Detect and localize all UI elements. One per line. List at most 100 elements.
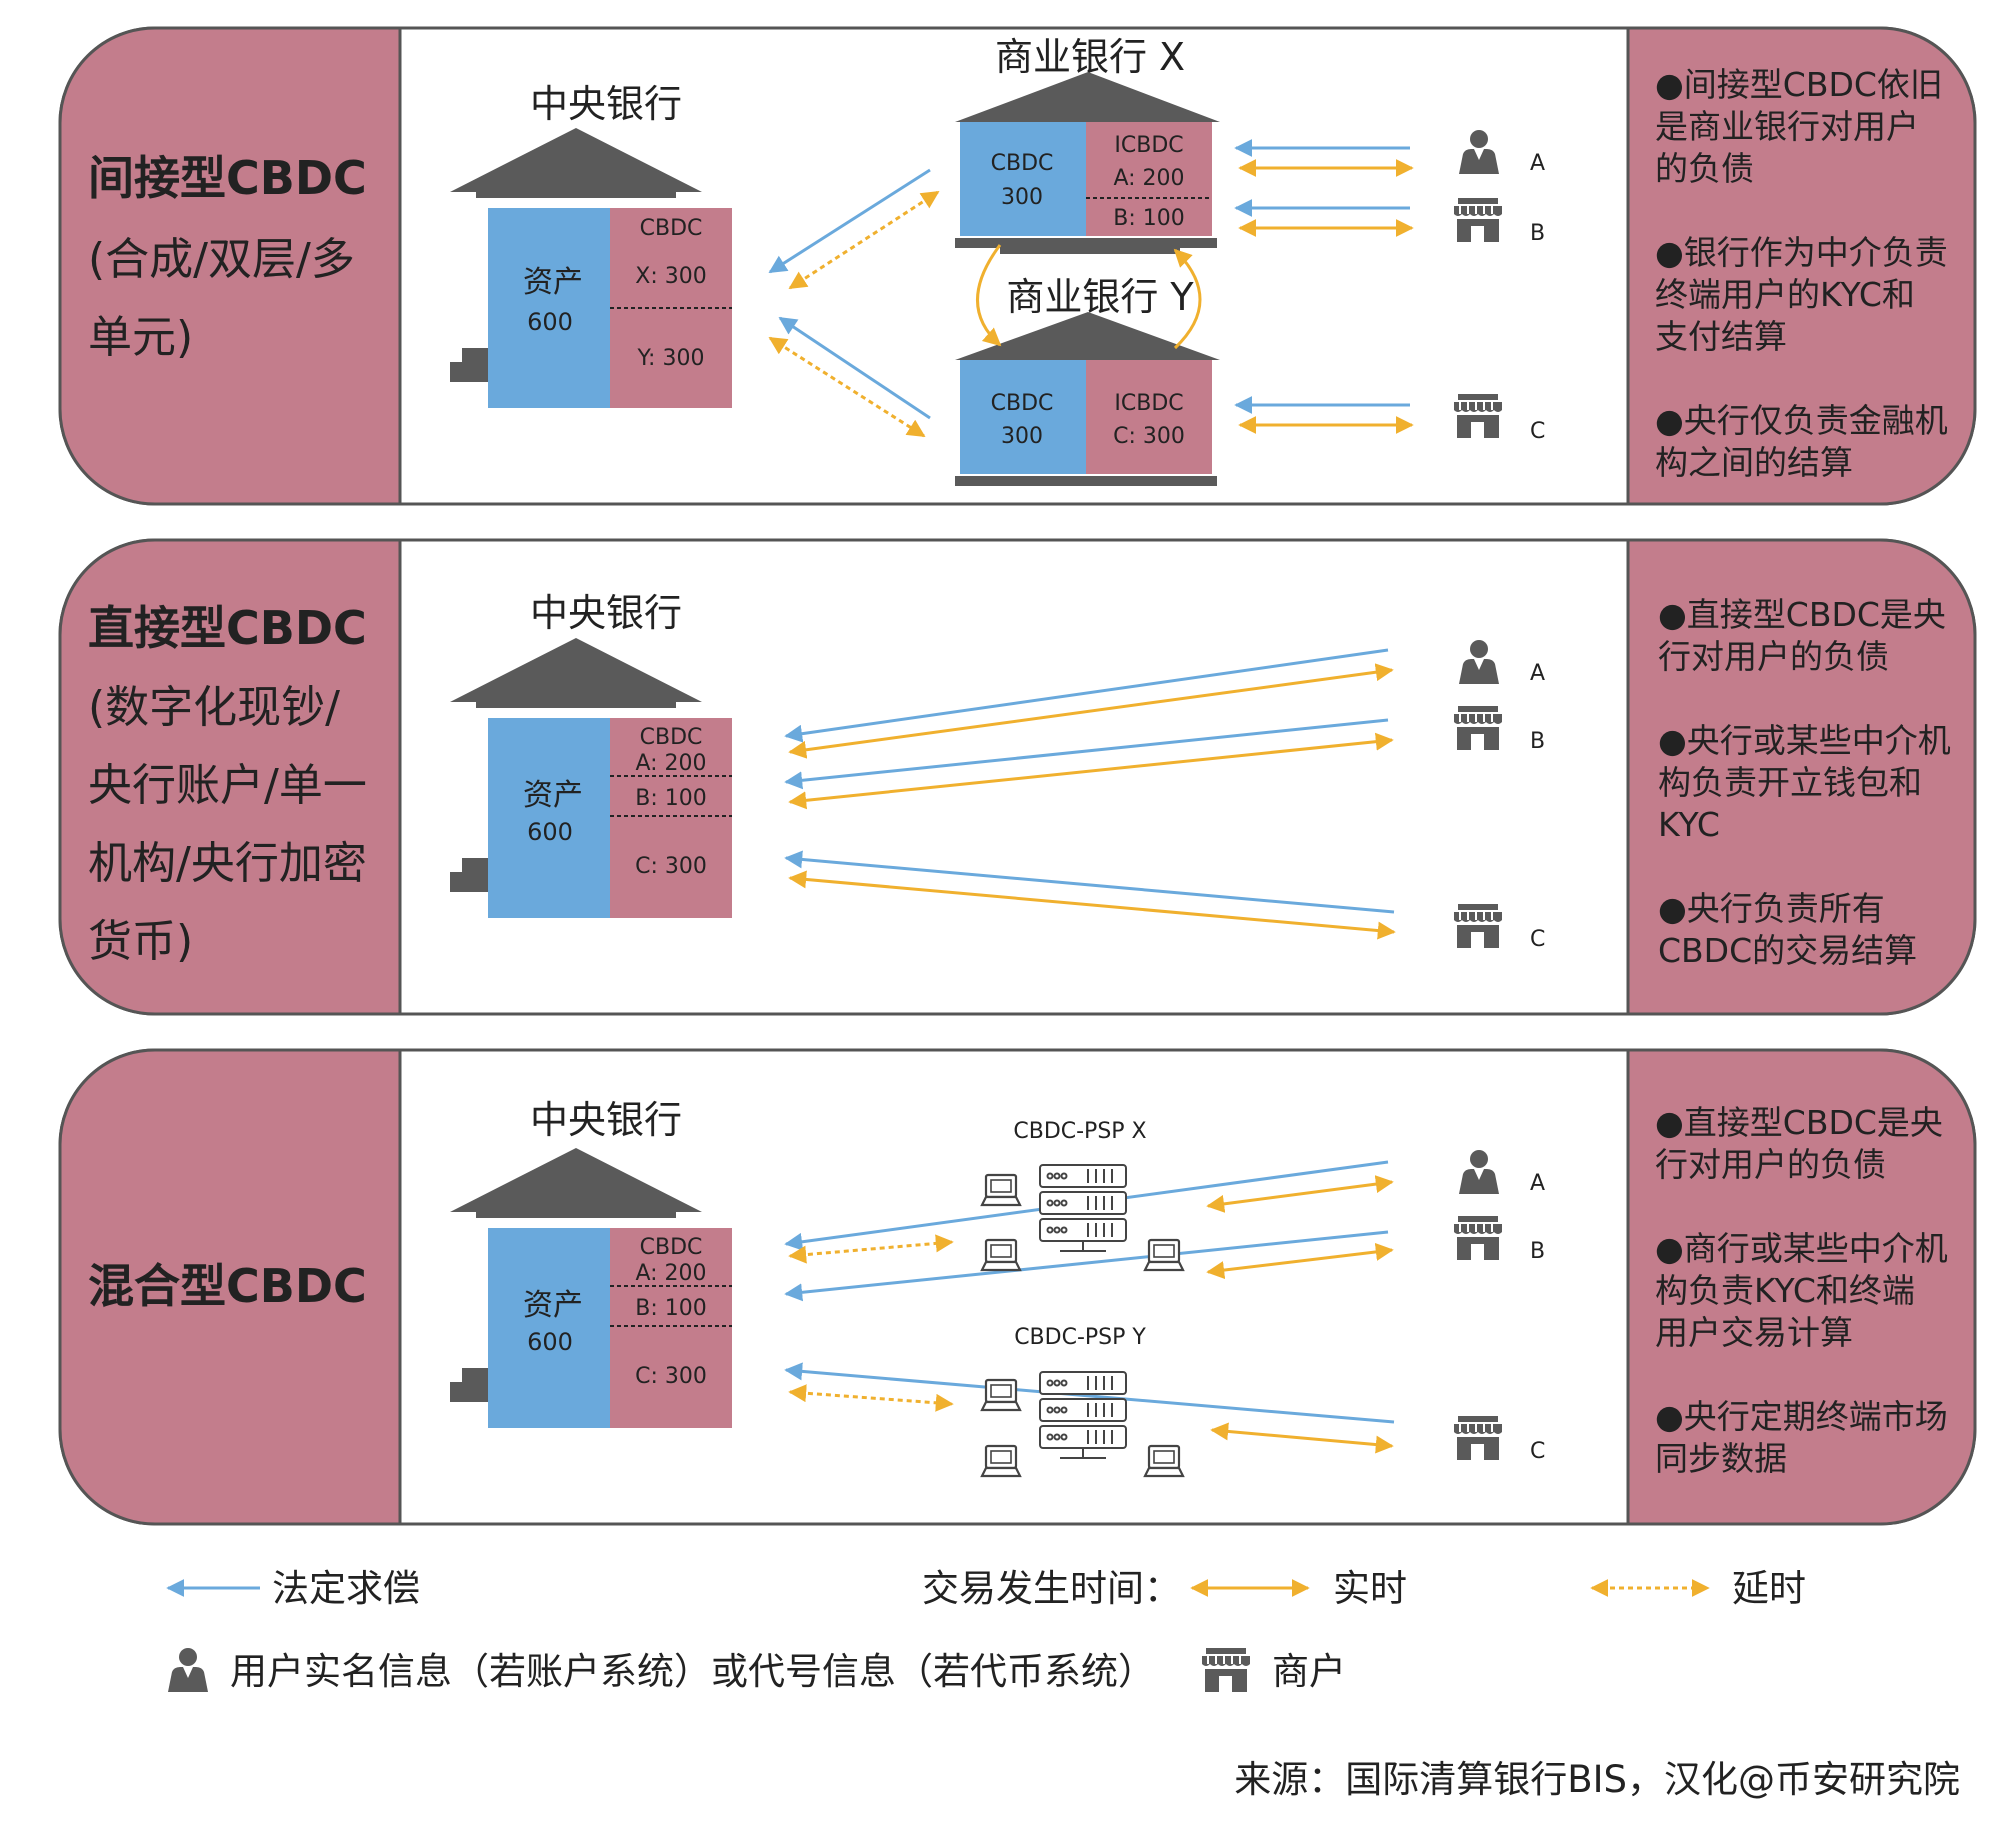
note-line: 终端用户的KYC和 (1655, 275, 1915, 314)
source-note: 来源：国际清算银行BIS，汉化@币安研究院 (1234, 1758, 1960, 1801)
commercial-bank-y: 商业银行 Y CBDC 300 ICBDC C: 300 (955, 275, 1220, 486)
central-bank-label: 中央银行 (530, 1098, 682, 1142)
liability-block (1086, 360, 1212, 474)
cbdc-label: CBDC (640, 725, 703, 750)
cbdc-row: C: 300 (635, 854, 707, 879)
note-line: ●商行或某些中介机 (1655, 1229, 1948, 1268)
note-line: 同步数据 (1655, 1439, 1787, 1478)
note-line: 支付结算 (1655, 317, 1787, 356)
asset-value: 600 (527, 1328, 573, 1356)
cbdc-label: CBDC (640, 216, 703, 241)
panel-subtitle-line: 单元) (88, 312, 193, 363)
computer-icon (980, 1378, 1022, 1412)
user-label: B (1530, 729, 1545, 754)
server-icon (1039, 1164, 1127, 1252)
asset-value: 600 (527, 818, 573, 846)
cbdc-row: Y: 300 (637, 346, 705, 371)
cbdc-value: 300 (1001, 424, 1043, 449)
asset-value: 600 (527, 308, 573, 336)
panel-hybrid: 混合型CBDC 中央银行 资产 600 CBDC A: 200 B: 100 C… (58, 1048, 1977, 1526)
notes: ●直接型CBDC是央 行对用户的负债 ●商行或某些中介机 构负责KYC和终端 用… (1655, 1103, 1948, 1478)
computer-icon (980, 1444, 1022, 1478)
icbdc-row: C: 300 (1113, 424, 1185, 449)
asset-label: 资产 (523, 778, 583, 813)
notes: ●间接型CBDC依旧 是商业银行对用户 的负债 ●银行作为中介负责 终端用户的K… (1655, 65, 1948, 482)
panel-side-right (1626, 26, 1977, 506)
asset-label: 资产 (523, 265, 583, 300)
panel-side-left (58, 26, 402, 506)
user-label: A (1530, 151, 1545, 176)
panel-title: 混合型CBDC (88, 1259, 367, 1313)
server-icon (1039, 1371, 1127, 1459)
cbdc-label: CBDC (640, 1235, 703, 1260)
panel-subtitle-line: (数字化现钞/ (88, 682, 340, 733)
realtime-arrow (1210, 1422, 1394, 1454)
note-line: ●央行定期终端市场 (1655, 1397, 1948, 1436)
bank-y-label: 商业银行 Y (1006, 275, 1194, 319)
asset-block (960, 360, 1086, 474)
computer-icon (1143, 1238, 1185, 1272)
commercial-bank-x: 商业银行 X CBDC 300 ICBDC A: 200 B: 100 (955, 35, 1220, 254)
panel-subtitle-line: 央行账户/单一 (88, 760, 367, 811)
legend-merchant: 商户 (1272, 1650, 1346, 1693)
computer-icon (980, 1173, 1022, 1207)
panel-indirect: 间接型CBDC (合成/双层/多 单元) 中央银行 资产 600 CBDC X:… (58, 26, 1977, 506)
cbdc-row: A: 200 (635, 1261, 706, 1286)
note-line: 行对用户的负债 (1655, 1145, 1886, 1184)
note-line: ●央行或某些中介机 (1658, 721, 1951, 760)
note-line: 构之间的结算 (1655, 443, 1853, 482)
computer-icon (980, 1238, 1022, 1272)
legend: 法定求偿 交易发生时间： 实时 延时 用户实名信息（若账户系统）或代号信息（若代… (166, 1567, 1806, 1693)
note-line: ●间接型CBDC依旧 (1655, 65, 1943, 104)
panel-direct: 直接型CBDC (数字化现钞/ 央行账户/单一 机构/央行加密 货币) 中央银行… (58, 538, 1977, 1016)
delayed-arrow (788, 190, 940, 290)
central-bank: 中央银行 资产 600 CBDC X: 300 Y: 300 (450, 82, 732, 408)
cbdc-label: CBDC (991, 391, 1054, 416)
note-line: KYC (1658, 805, 1720, 844)
cbdc-row: B: 100 (635, 1296, 707, 1321)
delayed-arrow (788, 1234, 954, 1264)
person-icon (168, 1648, 208, 1692)
asset-block (488, 1228, 610, 1428)
bank-x-label: 商业银行 X (995, 35, 1185, 79)
asset-block (960, 122, 1086, 236)
legend-user-info: 用户实名信息（若账户系统）或代号信息（若代币系统） (230, 1650, 1155, 1693)
note-line: 的负债 (1655, 149, 1754, 188)
realtime-arrow (788, 732, 1394, 810)
user-label: A (1530, 661, 1545, 686)
user-label: C (1530, 1439, 1545, 1464)
panel-side-left (58, 1048, 402, 1526)
panel-title: 直接型CBDC (88, 601, 367, 655)
realtime-arrow (1206, 1242, 1394, 1280)
asset-block (488, 208, 610, 408)
cbdc-label: CBDC (991, 151, 1054, 176)
user-label: C (1530, 419, 1545, 444)
note-line: 构负责开立钱包和 (1658, 763, 1922, 802)
liability-block (1086, 122, 1212, 236)
central-bank-label: 中央银行 (530, 591, 682, 635)
panel-title: 间接型CBDC (88, 151, 367, 205)
notes: ●直接型CBDC是央 行对用户的负债 ●央行或某些中介机 构负责开立钱包和 KY… (1658, 595, 1951, 970)
cbdc-row: B: 100 (635, 786, 707, 811)
cbdc-row: X: 300 (635, 264, 706, 289)
user-label: C (1530, 927, 1545, 952)
psp-x: CBDC-PSP X (980, 1119, 1185, 1272)
legend-realtime: 实时 (1333, 1567, 1407, 1610)
cbdc-row: A: 200 (635, 751, 706, 776)
liability-block (610, 718, 732, 918)
realtime-arrow (1206, 1175, 1394, 1213)
user-label: B (1530, 221, 1545, 246)
user-label: B (1530, 1239, 1545, 1264)
legal-claim-arrow (784, 1362, 1395, 1424)
settlement-arrow (976, 244, 1002, 347)
psp-label: CBDC-PSP Y (1014, 1325, 1146, 1350)
panel-subtitle-line: 机构/央行加密 (88, 838, 367, 889)
settlement-arrow (1173, 248, 1202, 350)
note-line: 行对用户的负债 (1658, 637, 1889, 676)
central-bank: 中央银行 资产 600 CBDC A: 200 B: 100 C: 300 (450, 1098, 732, 1428)
legal-claim-arrow (784, 1230, 1389, 1302)
realtime-arrow (788, 870, 1396, 940)
shop-icon (1201, 1647, 1251, 1693)
psp-label: CBDC-PSP X (1013, 1119, 1146, 1144)
note-line: 构负责KYC和终端 (1655, 1271, 1915, 1310)
